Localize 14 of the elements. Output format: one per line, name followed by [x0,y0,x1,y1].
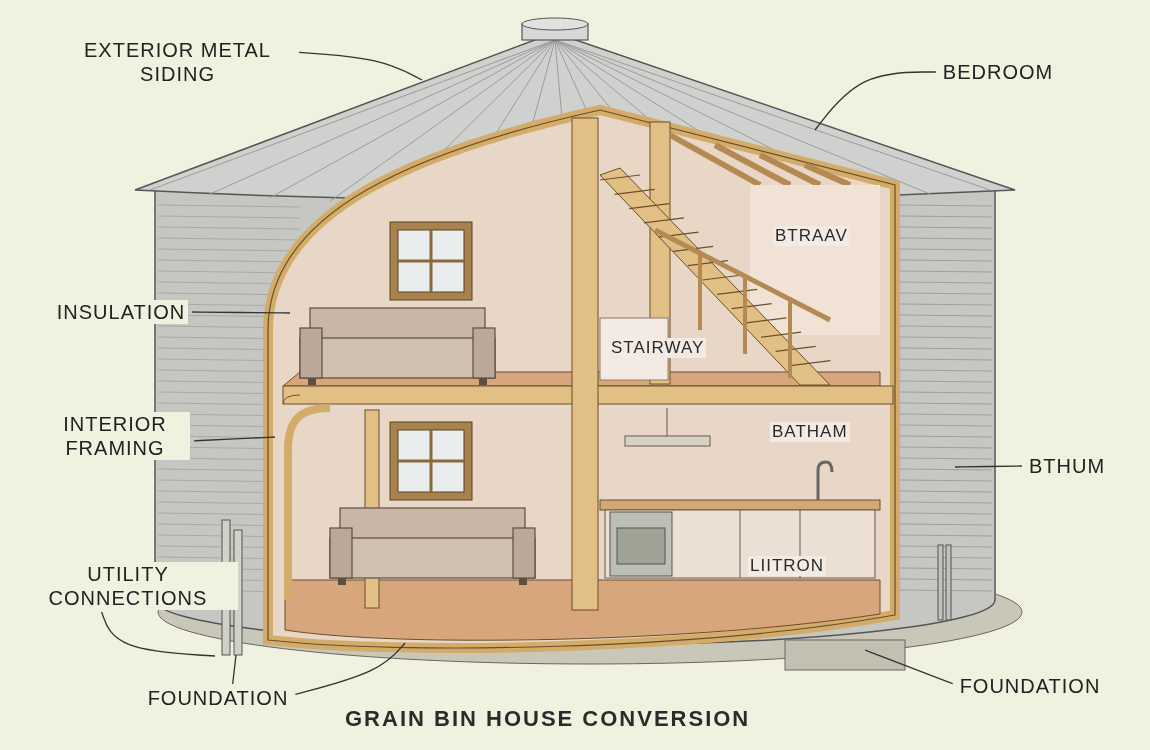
leader-line [954,465,1023,468]
leader-line [232,654,237,685]
room-label: BATHAM [770,422,850,442]
room-label: LIITRON [748,556,827,576]
leader-line [191,311,291,314]
diagram-title: GRAIN BIN HOUSE CONVERSION [345,706,751,732]
leader-line [294,642,406,696]
room-label: STAIRWAY [609,338,707,358]
leader-line [864,649,954,685]
leader-line [100,611,216,657]
room-label: BTRAAV [773,226,850,246]
leader-line [298,51,423,81]
leader-line [193,436,276,442]
leader-line [814,71,937,131]
